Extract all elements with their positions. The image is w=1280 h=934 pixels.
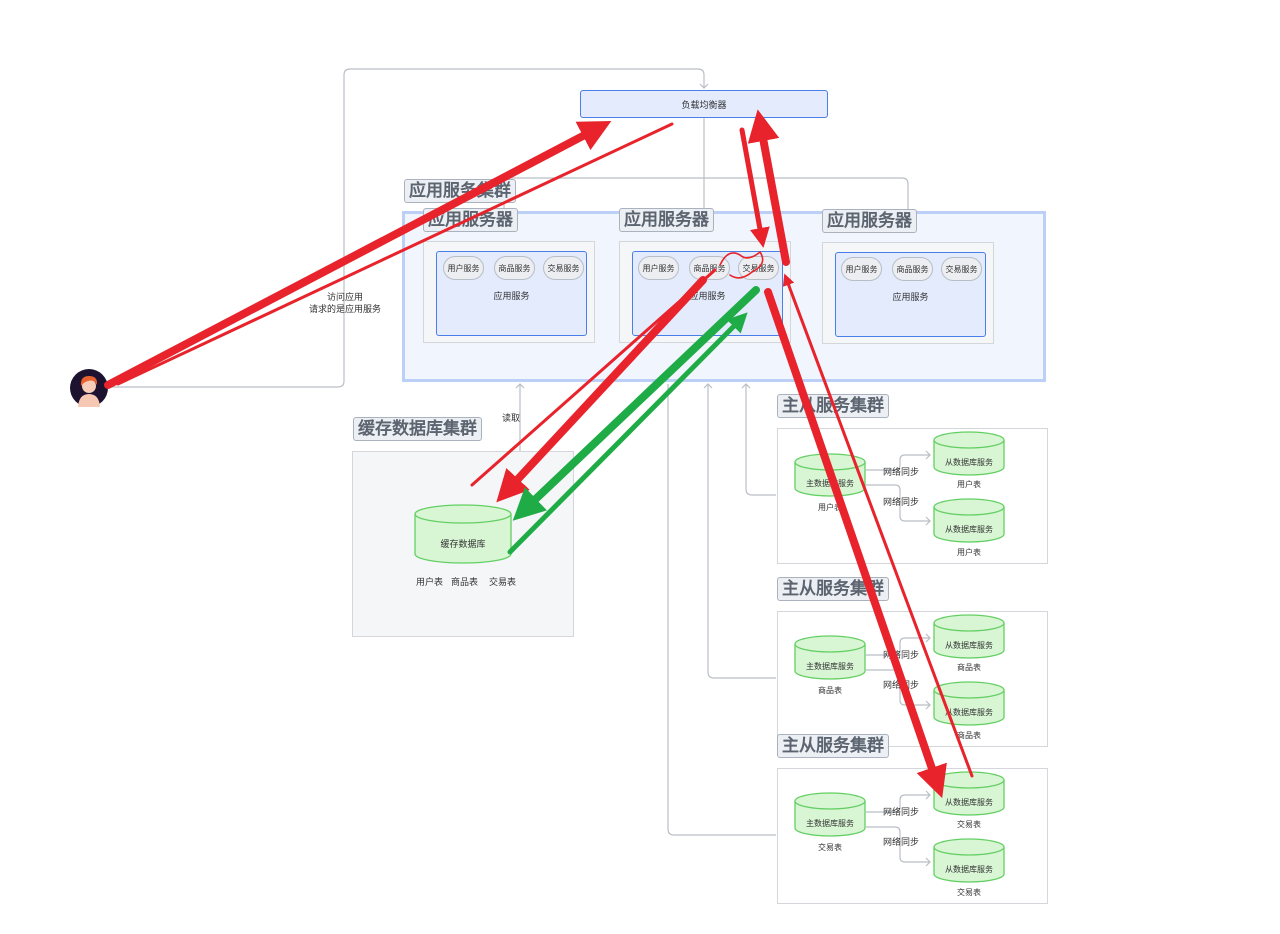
app-server-3-title: 应用服务器 xyxy=(822,209,917,233)
slave-db-3a-label[interactable]: 从数据库服务 xyxy=(945,798,993,807)
ms-cluster-1-title: 主从服务集群 xyxy=(777,394,889,418)
trade-service-1[interactable]: 交易服务 xyxy=(543,256,584,280)
slave-db-1a-table: 用户表 xyxy=(957,480,981,489)
app-service-label-2: 应用服务 xyxy=(689,292,726,302)
cache-table-product: 商品表 xyxy=(451,578,479,588)
master-db-1-label[interactable]: 主数据库服务 xyxy=(806,479,854,488)
master-db-1-table: 用户表 xyxy=(818,503,842,512)
slave-db-3b-label[interactable]: 从数据库服务 xyxy=(945,865,993,874)
app-service-label-1: 应用服务 xyxy=(493,292,530,302)
trade-service-2[interactable]: 交易服务 xyxy=(738,256,779,280)
access-label-line2: 请求的是应用服务 xyxy=(308,305,381,315)
app-cluster-title: 应用服务集群 xyxy=(404,179,516,203)
cache-db-label[interactable]: 缓存数据库 xyxy=(440,540,486,550)
master-db-3-label[interactable]: 主数据库服务 xyxy=(806,819,854,828)
product-service-1[interactable]: 商品服务 xyxy=(494,256,535,280)
trade-service-3[interactable]: 交易服务 xyxy=(941,257,982,281)
load-balancer[interactable]: 负载均衡器 xyxy=(580,90,828,118)
slave-db-1b-label[interactable]: 从数据库服务 xyxy=(945,525,993,534)
slave-db-2b-table: 商品表 xyxy=(957,731,981,740)
user-service-3[interactable]: 用户服务 xyxy=(841,257,882,281)
user-service-1[interactable]: 用户服务 xyxy=(443,256,484,280)
app-server-2-title: 应用服务器 xyxy=(619,208,714,232)
cache-cluster-title: 缓存数据库集群 xyxy=(353,417,482,441)
user-avatar-icon xyxy=(70,369,108,407)
master-db-3-table: 交易表 xyxy=(818,843,842,852)
ms-cluster-2-title: 主从服务集群 xyxy=(777,577,889,601)
read-label: 读取 xyxy=(502,414,521,424)
master-db-2-table: 商品表 xyxy=(818,686,842,695)
master-db-2-label[interactable]: 主数据库服务 xyxy=(806,662,854,671)
sync-label-1b: 网络同步 xyxy=(883,498,920,508)
cache-table-user: 用户表 xyxy=(416,578,444,588)
sync-label-3a: 网络同步 xyxy=(883,808,920,818)
sync-label-2a: 网络同步 xyxy=(883,651,920,661)
sync-label-2b: 网络同步 xyxy=(883,681,920,691)
app-server-1-title: 应用服务器 xyxy=(423,208,518,232)
slave-db-2a-label[interactable]: 从数据库服务 xyxy=(945,641,993,650)
slave-db-3b-table: 交易表 xyxy=(957,888,981,897)
sync-label-1a: 网络同步 xyxy=(883,468,920,478)
product-service-3[interactable]: 商品服务 xyxy=(892,257,933,281)
slave-db-2a-table: 商品表 xyxy=(957,663,981,672)
slave-db-2b-label[interactable]: 从数据库服务 xyxy=(945,708,993,717)
sync-label-3b: 网络同步 xyxy=(883,838,920,848)
slave-db-1a-label[interactable]: 从数据库服务 xyxy=(945,458,993,467)
app-service-label-3: 应用服务 xyxy=(892,293,929,303)
ms-cluster-3-title: 主从服务集群 xyxy=(777,734,889,758)
user-avatar[interactable] xyxy=(70,369,108,407)
slave-db-1b-table: 用户表 xyxy=(957,548,981,557)
user-service-2[interactable]: 用户服务 xyxy=(638,256,679,280)
cache-table-trade: 交易表 xyxy=(489,578,517,588)
slave-db-3a-table: 交易表 xyxy=(957,820,981,829)
product-service-2[interactable]: 商品服务 xyxy=(689,256,730,280)
